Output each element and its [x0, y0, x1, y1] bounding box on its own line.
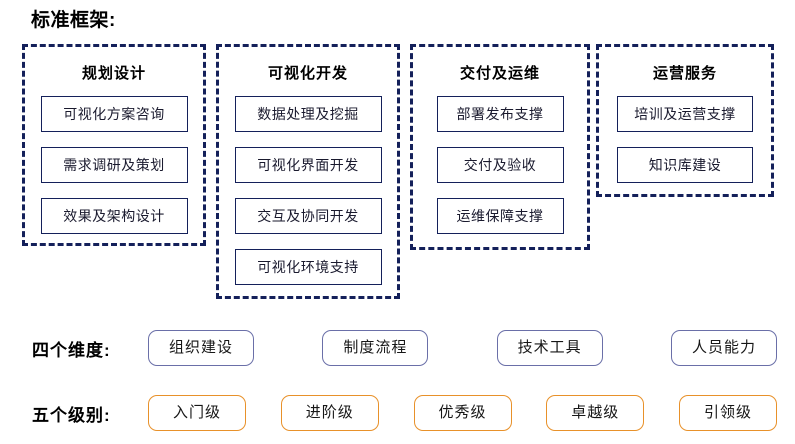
dimension-pill[interactable]: 技术工具	[496, 330, 603, 366]
item-box[interactable]: 可视化环境支持	[234, 249, 382, 285]
item-box[interactable]: 可视化方案咨询	[40, 96, 188, 132]
item-box[interactable]: 培训及运营支撑	[617, 96, 753, 132]
panel-title-planning-design: 规划设计	[81, 65, 146, 82]
dimensions-row: 四个维度: 组织建设 制度流程 技术工具 人员能力	[0, 326, 795, 370]
page-title: 标准框架:	[31, 10, 116, 31]
panel-title-visual-development: 可视化开发	[267, 65, 348, 82]
item-box[interactable]: 交互及协同开发	[234, 198, 382, 234]
level-pill[interactable]: 进阶级	[280, 395, 379, 431]
level-pill[interactable]: 引领级	[679, 395, 777, 431]
item-box[interactable]: 交付及验收	[436, 147, 564, 183]
panel-visual-development: 可视化开发 数据处理及挖掘 可视化界面开发 交互及协同开发 可视化环境支持	[216, 44, 400, 299]
item-box[interactable]: 部署发布支撑	[436, 96, 564, 132]
item-box[interactable]: 运维保障支撑	[436, 198, 564, 234]
levels-pill-track: 入门级 进阶级 优秀级 卓越级 引领级	[148, 395, 777, 431]
level-pill[interactable]: 入门级	[148, 395, 246, 431]
levels-label: 五个级别:	[32, 405, 111, 425]
dimension-pill[interactable]: 组织建设	[148, 330, 254, 366]
panel-items-operation-service: 培训及运营支撑 知识库建设	[599, 96, 771, 183]
dimensions-label: 四个维度:	[32, 340, 111, 360]
dimension-pill[interactable]: 制度流程	[322, 330, 429, 366]
levels-row: 五个级别: 入门级 进阶级 优秀级 卓越级 引领级	[0, 391, 795, 435]
panel-planning-design: 规划设计 可视化方案咨询 需求调研及策划 效果及架构设计	[22, 44, 206, 246]
panel-title-delivery-operations: 交付及运维	[459, 65, 540, 82]
item-box[interactable]: 知识库建设	[617, 147, 753, 183]
panel-items-planning-design: 可视化方案咨询 需求调研及策划 效果及架构设计	[25, 96, 203, 234]
item-box[interactable]: 效果及架构设计	[40, 198, 188, 234]
dimension-pill[interactable]: 人员能力	[670, 330, 777, 366]
panel-title-operation-service: 运营服务	[652, 65, 717, 82]
level-pill[interactable]: 卓越级	[546, 395, 645, 431]
dimensions-pill-track: 组织建设 制度流程 技术工具 人员能力	[148, 330, 777, 366]
panel-delivery-operations: 交付及运维 部署发布支撑 交付及验收 运维保障支撑	[410, 44, 590, 250]
panel-operation-service: 运营服务 培训及运营支撑 知识库建设	[596, 44, 774, 197]
panel-items-delivery-operations: 部署发布支撑 交付及验收 运维保障支撑	[413, 96, 587, 234]
item-box[interactable]: 可视化界面开发	[234, 147, 382, 183]
panel-items-visual-development: 数据处理及挖掘 可视化界面开发 交互及协同开发 可视化环境支持	[219, 96, 397, 285]
item-box[interactable]: 数据处理及挖掘	[234, 96, 382, 132]
item-box[interactable]: 需求调研及策划	[40, 147, 188, 183]
level-pill[interactable]: 优秀级	[413, 395, 512, 431]
